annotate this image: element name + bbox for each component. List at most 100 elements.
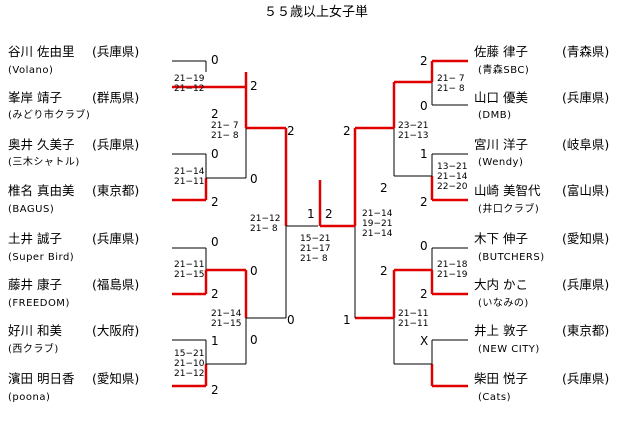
right-r2-m1-score-2: 21−13 [398,131,429,141]
right-r2-m2-top-games: 2 [380,264,388,278]
right-r2-m2-score-2: 21−11 [398,319,429,329]
left-player-5-pref: (兵庫県) [92,231,140,246]
left-r3-score-1: 21−12 [250,214,281,224]
left-r1-m2-bottom-games: 2 [211,195,219,209]
right-player-2-pref: (兵庫県) [562,90,610,105]
left-r3-bottom-games: 0 [287,313,295,327]
right-player-8-name: 柴田 悦子 [474,371,528,386]
left-r1-m2-score-1: 21−14 [174,167,205,177]
right-r3-score-3: 21−14 [362,229,393,239]
right-r2-m1-score-1: 23−21 [398,121,429,131]
right-r1-m3-score-2: 21−19 [437,270,468,280]
right-r1-m1-score-1: 21− 7 [437,74,465,84]
left-player-5-club: (Super Bird) [8,252,75,263]
right-r2-m1-top-games: 2 [380,181,388,195]
right-player-7-club: (NEW CITY) [478,344,540,355]
left-player-7-club: (西クラブ) [8,344,59,355]
right-player-4-pref: (富山県) [562,183,610,198]
left-player-7-pref: (大阪府) [92,323,140,338]
left-r2-m1-score-2: 21− 8 [211,131,239,141]
final-score-2: 21−17 [300,244,331,254]
left-r1-m1-bottom-games: 2 [211,107,219,121]
right-player-8-club: (Cats) [478,392,512,403]
right-player-1-club: (青森SBC) [478,65,530,76]
right-player-7-name: 井上 敦子 [474,323,528,338]
right-r1-m2-bottom-games: 2 [420,195,428,209]
right-r2-m2-score-1: 21−11 [398,309,429,319]
left-player-2-name: 峯岸 靖子 [8,90,62,105]
left-r1-m3-bottom-games: 2 [211,287,219,301]
left-r2-m2-score-2: 21−15 [211,319,242,329]
left-r2-m1-bottom-games: 0 [250,172,258,186]
left-player-2-club: (みどり市クラブ) [8,110,91,121]
left-r2-m1-score-1: 21− 7 [211,121,239,131]
final-score-3: 21− 8 [300,254,328,264]
left-player-1-club: (Volano) [8,65,54,76]
left-r1-m3-top-games: 0 [211,235,219,249]
right-player-5-club: (BUTCHERS) [478,252,545,263]
left-player-2-pref: (群馬県) [92,90,140,105]
left-r3-top-games: 2 [287,124,295,138]
left-r1-m3-score-2: 21−15 [174,270,205,280]
right-player-1-pref: (青森県) [562,44,610,59]
right-r1-m4-top-games: X [420,334,429,348]
right-r1-m3-top-games: 0 [420,239,428,253]
left-player-3-name: 奥井 久美子 [8,137,75,152]
right-player-4-name: 山崎 美智代 [474,183,541,198]
left-r1-m2-top-games: 0 [211,147,219,161]
right-player-4-club: (井口クラブ) [478,204,540,215]
right-player-7-pref: (東京都) [562,323,610,338]
right-player-8-pref: (兵庫県) [562,371,610,386]
left-r2-m1-top-games: 2 [250,79,258,93]
left-r1-m3-score-1: 21−11 [174,260,205,270]
left-player-8-club: (poona) [8,392,51,403]
final-score-1: 15−21 [300,234,331,244]
left-r1-m2-score-2: 21−11 [174,177,205,187]
left-player-4-pref: (東京都) [92,183,140,198]
left-player-6-club: (FREEDOM) [8,298,70,309]
page-title: ５５歳以上女子単 [264,5,369,20]
left-player-8-name: 濱田 明日香 [8,371,75,386]
left-r1-m4-score-3: 21−12 [174,369,205,379]
left-r3-score-2: 21− 8 [250,224,278,234]
right-r3-score-1: 21−14 [362,209,393,219]
left-r2-m2-top-games: 0 [250,264,258,278]
right-player-6-name: 大内 かこ [474,277,528,292]
right-player-2-club: (DMB) [478,110,512,121]
right-r1-m1-score-2: 21− 8 [437,84,465,94]
left-r1-m1-score-2: 21−12 [174,84,205,94]
right-r1-m2-score-2: 21−14 [437,172,468,182]
left-player-7-name: 好川 和美 [8,323,62,338]
right-r1-m3-bottom-games: 2 [420,287,428,301]
right-r3-score-2: 19−21 [362,219,393,229]
left-r1-m4-top-games: 1 [211,334,219,348]
right-r1-m3-score-1: 21−18 [437,260,468,270]
left-r2-m2-score-1: 21−14 [211,309,242,319]
left-r1-m1-top-games: 0 [211,53,219,67]
left-r1-m4-score-1: 15−21 [174,349,205,359]
right-player-1-name: 佐藤 律子 [474,44,528,59]
right-r3-top-games: 2 [343,124,351,138]
right-r3-bottom-games: 1 [343,313,351,327]
left-r2-m2-bottom-games: 0 [250,333,258,347]
right-player-3-club: (Wendy) [478,157,524,168]
left-player-6-pref: (福島県) [92,277,140,292]
final-right-games: 2 [325,207,333,221]
left-player-4-name: 椎名 真由美 [8,183,75,198]
right-r1-m1-bottom-games: 0 [420,99,428,113]
left-player-4-club: (BAGUS) [8,204,55,215]
left-player-3-club: (三木シャトル) [8,157,80,168]
final-left-games: 1 [307,207,315,221]
right-player-3-pref: (岐阜県) [562,137,610,152]
right-player-6-club: (いなみの) [478,298,529,309]
left-player-5-name: 土井 誠子 [8,231,62,246]
right-player-6-pref: (兵庫県) [562,277,610,292]
left-r1-m4-bottom-games: 2 [211,383,219,397]
right-r1-m2-top-games: 1 [420,147,428,161]
right-player-5-name: 木下 伸子 [474,231,528,246]
right-r1-m2-score-3: 22−20 [437,182,468,192]
right-player-2-name: 山口 優美 [474,90,528,105]
left-r1-m4-score-2: 21−10 [174,359,205,369]
